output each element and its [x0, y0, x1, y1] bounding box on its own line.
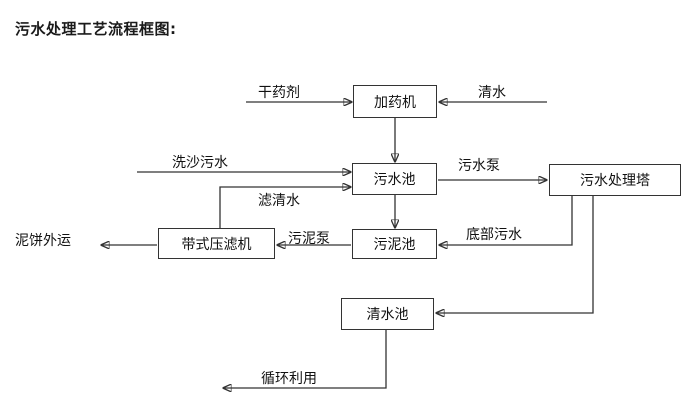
node-sewage-treatment-tower[interactable]: 污水处理塔: [549, 164, 681, 196]
node-label: 污水池: [373, 172, 416, 188]
node-label: 带式压滤机: [181, 236, 252, 253]
edge-label-sand-washing-wastewater: 洗沙污水: [172, 155, 228, 171]
node-belt-filter-press[interactable]: 带式压滤机: [158, 228, 275, 259]
terminal-label-mud-cake-transport: 泥饼外运: [15, 233, 71, 249]
node-sludge-pool[interactable]: 污泥池: [352, 229, 437, 259]
edge-label-sewage-pump: 污水泵: [458, 158, 500, 174]
edge-label-filtered-water: 滤清水: [258, 193, 300, 209]
edge-label-recycling-use: 循环利用: [261, 371, 317, 387]
page-title: 污水处理工艺流程框图:: [15, 20, 177, 38]
node-sewage-pool[interactable]: 污水池: [352, 163, 437, 195]
edge-label-clean-water: 清水: [478, 85, 506, 101]
node-label: 污泥池: [373, 237, 416, 253]
wire-tower-to-clear-pool: [436, 196, 594, 313]
node-clear-water-pool[interactable]: 清水池: [341, 298, 434, 330]
edge-label-sludge-pump: 污泥泵: [288, 231, 330, 247]
node-label: 清水池: [366, 307, 409, 323]
edge-label-bottom-sewage: 底部污水: [466, 227, 522, 243]
node-label: 加药机: [374, 94, 416, 111]
edge-label-dry-chemical: 干药剂: [258, 85, 300, 101]
node-label: 污水处理塔: [580, 173, 650, 189]
node-dosing-machine[interactable]: 加药机: [353, 85, 437, 118]
